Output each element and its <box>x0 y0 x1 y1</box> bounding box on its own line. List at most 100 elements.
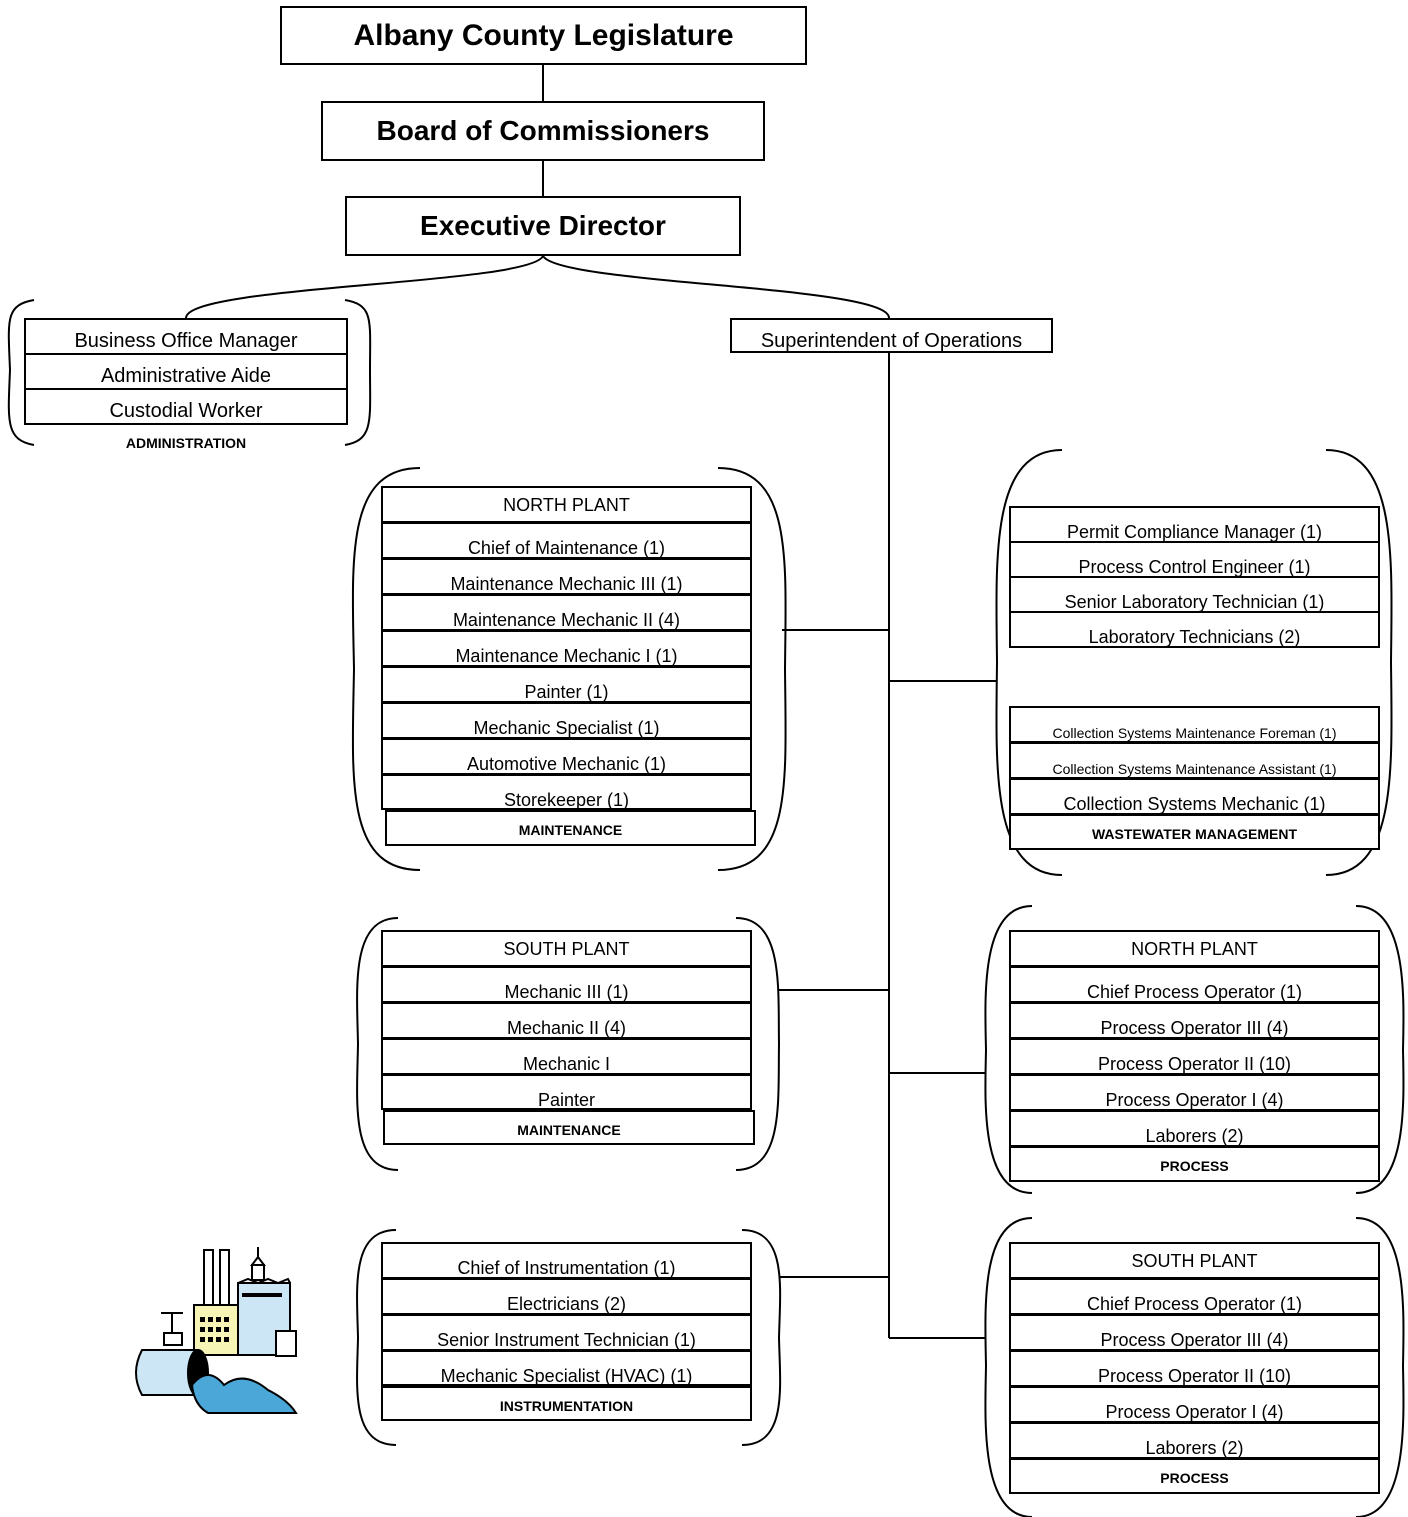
group-brackets <box>7 299 1405 1517</box>
group-label-text: WASTEWATER MANAGEMENT <box>1091 826 1298 842</box>
list-item: Process Operator II (10) <box>1009 1038 1380 1075</box>
list-item: Automotive Mechanic (1) <box>381 738 752 775</box>
list-item: Collection Systems Maintenance Assistant… <box>1009 742 1380 779</box>
treatment-plant-icon <box>135 1247 298 1414</box>
list-item: Mechanic III (1) <box>381 966 752 1003</box>
list-item-label: Laborers (2) <box>1145 1438 1244 1458</box>
list-item-label: Painter <box>537 1090 596 1110</box>
list-item: Chief of Instrumentation (1) <box>381 1242 752 1279</box>
list-item: Collection Systems Mechanic (1) <box>1009 778 1380 815</box>
list-item-label: Process Operator III (4) <box>1100 1330 1289 1350</box>
list-item-label: Senior Laboratory Technician (1) <box>1064 592 1325 612</box>
list-item: Mechanic Specialist (HVAC) (1) <box>381 1350 752 1386</box>
list-item-label: Process Operator II (10) <box>1097 1366 1292 1386</box>
list-item-label: Maintenance Mechanic III (1) <box>450 574 683 594</box>
group-label-text: INSTRUMENTATION <box>499 1398 634 1414</box>
admin-item-label: Business Office Manager <box>74 330 298 352</box>
list-item: Process Control Engineer (1) <box>1009 541 1380 578</box>
administration-label: ADMINISTRATION <box>125 435 247 451</box>
list-item-label: Process Operator III (4) <box>1100 1018 1289 1038</box>
director-title: Executive Director <box>420 210 666 241</box>
group-label: WASTEWATER MANAGEMENT <box>1009 814 1380 850</box>
list-item-label: Laborers (2) <box>1145 1126 1244 1146</box>
list-item: Mechanic Specialist (1) <box>381 702 752 739</box>
group-label: INSTRUMENTATION <box>381 1386 752 1421</box>
list-item-label: Painter (1) <box>524 682 609 702</box>
list-item-label: Mechanic III (1) <box>504 982 629 1002</box>
group-header: NORTH PLANT <box>381 486 752 523</box>
list-item-label: Senior Instrument Technician (1) <box>437 1330 696 1350</box>
list-item-label: Mechanic II (4) <box>506 1018 627 1038</box>
group-label: MAINTENANCE <box>385 810 756 846</box>
list-item: Permit Compliance Manager (1) <box>1009 506 1380 543</box>
list-item: Collection Systems Maintenance Foreman (… <box>1009 706 1380 743</box>
list-item: Laboratory Technicians (2) <box>1009 611 1380 648</box>
list-item: Chief Process Operator (1) <box>1009 966 1380 1003</box>
list-item-label: Collection Systems Maintenance Foreman (… <box>1052 725 1337 741</box>
legislature-box: Albany County Legislature <box>280 6 807 65</box>
group-label: MAINTENANCE <box>383 1110 755 1145</box>
board-box: Board of Commissioners <box>321 101 765 161</box>
list-item-label: Electricians (2) <box>506 1294 627 1314</box>
list-item-label: Mechanic Specialist (HVAC) (1) <box>440 1366 693 1386</box>
list-item: Process Operator I (4) <box>1009 1386 1380 1423</box>
group-header-label: SOUTH PLANT <box>503 939 630 959</box>
list-item: Mechanic I <box>381 1038 752 1075</box>
list-item-label: Mechanic Specialist (1) <box>473 718 660 738</box>
group-label-text: PROCESS <box>1160 1158 1229 1174</box>
list-item-label: Process Operator I (4) <box>1105 1402 1284 1422</box>
group-label-text: PROCESS <box>1160 1470 1229 1486</box>
list-item-label: Chief Process Operator (1) <box>1086 1294 1303 1314</box>
list-item: Electricians (2) <box>381 1278 752 1315</box>
list-item-label: Maintenance Mechanic II (4) <box>452 610 681 630</box>
list-item: Storekeeper (1) <box>381 774 752 810</box>
list-item-label: Collection Systems Maintenance Assistant… <box>1052 761 1337 777</box>
superintendent-box: Superintendent of Operations <box>730 318 1053 353</box>
list-item-label: Chief of Instrumentation (1) <box>457 1258 676 1278</box>
admin-item-label: Custodial Worker <box>109 400 263 422</box>
list-item-label: Chief Process Operator (1) <box>1086 982 1303 1002</box>
list-item: Maintenance Mechanic III (1) <box>381 558 752 595</box>
list-item: Process Operator I (4) <box>1009 1074 1380 1111</box>
list-item: Chief of Maintenance (1) <box>381 522 752 559</box>
admin-item: Administrative Aide <box>24 353 348 390</box>
list-item-label: Chief of Maintenance (1) <box>467 538 666 558</box>
list-item-label: Mechanic I <box>522 1054 611 1074</box>
group-label-text: MAINTENANCE <box>517 1122 621 1138</box>
list-item-label: Process Control Engineer (1) <box>1078 557 1311 577</box>
list-item: Process Operator III (4) <box>1009 1314 1380 1351</box>
list-item: Maintenance Mechanic I (1) <box>381 630 752 667</box>
list-item-label: Automotive Mechanic (1) <box>466 754 667 774</box>
list-item-label: Maintenance Mechanic I (1) <box>455 646 678 666</box>
group-header-label: NORTH PLANT <box>1131 939 1258 959</box>
list-item: Senior Laboratory Technician (1) <box>1009 576 1380 613</box>
list-item-label: Process Operator II (10) <box>1097 1054 1292 1074</box>
legislature-title: Albany County Legislature <box>353 18 734 52</box>
list-item: Maintenance Mechanic II (4) <box>381 594 752 631</box>
list-item: Process Operator III (4) <box>1009 1002 1380 1039</box>
director-box: Executive Director <box>345 196 741 256</box>
list-item: Chief Process Operator (1) <box>1009 1278 1380 1315</box>
group-header: SOUTH PLANT <box>381 930 752 967</box>
list-item-label: Process Operator I (4) <box>1105 1090 1284 1110</box>
group-label: PROCESS <box>1009 1458 1380 1494</box>
group-header-label: NORTH PLANT <box>503 495 630 515</box>
list-item: Laborers (2) <box>1009 1422 1380 1459</box>
group-header-label: SOUTH PLANT <box>1131 1251 1258 1271</box>
list-item: Senior Instrument Technician (1) <box>381 1314 752 1351</box>
list-item: Painter <box>381 1074 752 1110</box>
list-item: Mechanic II (4) <box>381 1002 752 1039</box>
group-label: PROCESS <box>1009 1146 1380 1182</box>
group-header: NORTH PLANT <box>1009 930 1380 967</box>
list-item-label: Laboratory Technicians (2) <box>1088 627 1301 647</box>
board-title: Board of Commissioners <box>376 115 710 146</box>
group-label-text: MAINTENANCE <box>518 822 623 838</box>
list-item-label: Collection Systems Mechanic (1) <box>1063 794 1326 814</box>
superintendent-title: Superintendent of Operations <box>760 330 1023 352</box>
list-item-label: Storekeeper (1) <box>503 790 630 810</box>
admin-item: Custodial Worker <box>24 388 348 425</box>
list-item: Painter (1) <box>381 666 752 703</box>
group-header: SOUTH PLANT <box>1009 1242 1380 1279</box>
admin-item-label: Administrative Aide <box>100 365 272 387</box>
